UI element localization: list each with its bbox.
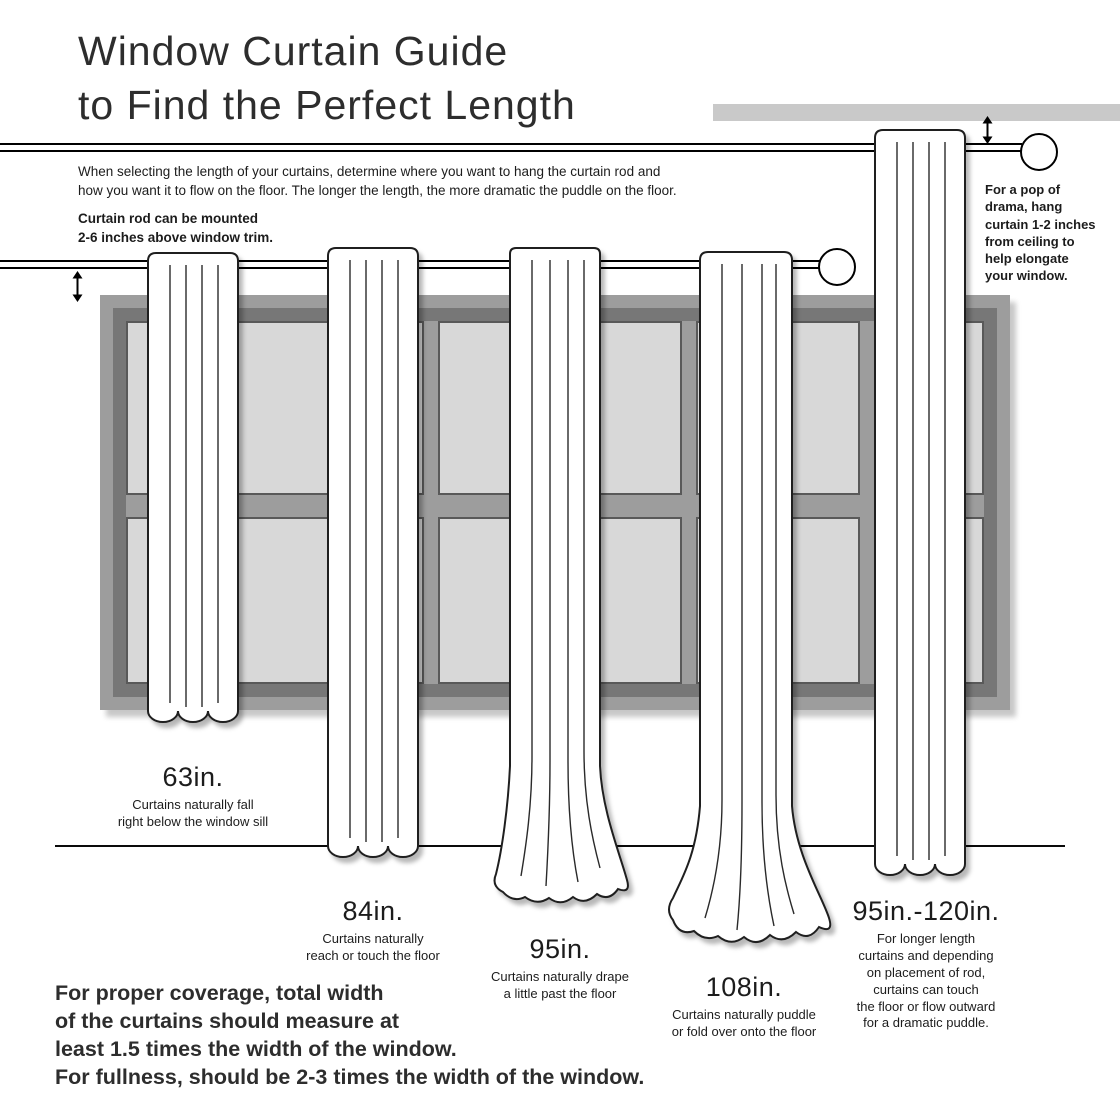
curtain-panel-95-120in — [873, 128, 967, 891]
double-arrow-icon — [981, 116, 994, 149]
label-95-120in: 95in.-120in. For longer length curtains … — [826, 896, 1026, 1032]
rod-finial-icon — [1020, 133, 1058, 171]
ceiling-bar — [713, 104, 1120, 121]
intro-text: When selecting the length of your curtai… — [78, 164, 677, 198]
length-description: Curtains naturally fall right below the … — [117, 797, 269, 829]
curtain-panel-95in — [486, 246, 636, 923]
length-description: For longer length curtains and depending… — [856, 931, 996, 1031]
length-value: 84in. — [342, 896, 404, 926]
double-arrow-icon — [71, 271, 84, 307]
length-value: 108in. — [705, 972, 783, 1002]
curtain-panel-63in — [146, 251, 240, 742]
curtain-panel-84in — [326, 246, 420, 883]
length-value: 95in.-120in. — [852, 896, 1000, 926]
length-description: Curtains naturally puddle or fold over o… — [671, 1007, 817, 1039]
length-value: 63in. — [162, 762, 224, 792]
coverage-note: For proper coverage, total width of the … — [55, 981, 645, 1089]
page-title: Window Curtain Guide to Find the Perfect… — [78, 28, 576, 129]
length-value: 95in. — [529, 934, 591, 964]
length-description: Curtains naturally reach or touch the fl… — [306, 931, 440, 963]
rod-mount-note: Curtain rod can be mounted 2-6 inches ab… — [78, 211, 274, 245]
label-84in: 84in. Curtains naturally reach or touch … — [278, 896, 468, 965]
window — [100, 295, 1010, 710]
label-95in: 95in. Curtains naturally drape a little … — [465, 934, 655, 1003]
label-63in: 63in. Curtains naturally fall right belo… — [98, 762, 288, 831]
rod-finial-icon — [818, 248, 856, 286]
ceiling-curtain-rod — [0, 143, 1022, 152]
curtain-panel-108in — [662, 250, 842, 961]
label-108in: 108in. Curtains naturally puddle or fold… — [649, 972, 839, 1041]
length-description: Curtains naturally drape a little past t… — [490, 969, 630, 1001]
ceiling-drama-note: For a pop of drama, hang curtain 1-2 inc… — [985, 182, 1096, 284]
